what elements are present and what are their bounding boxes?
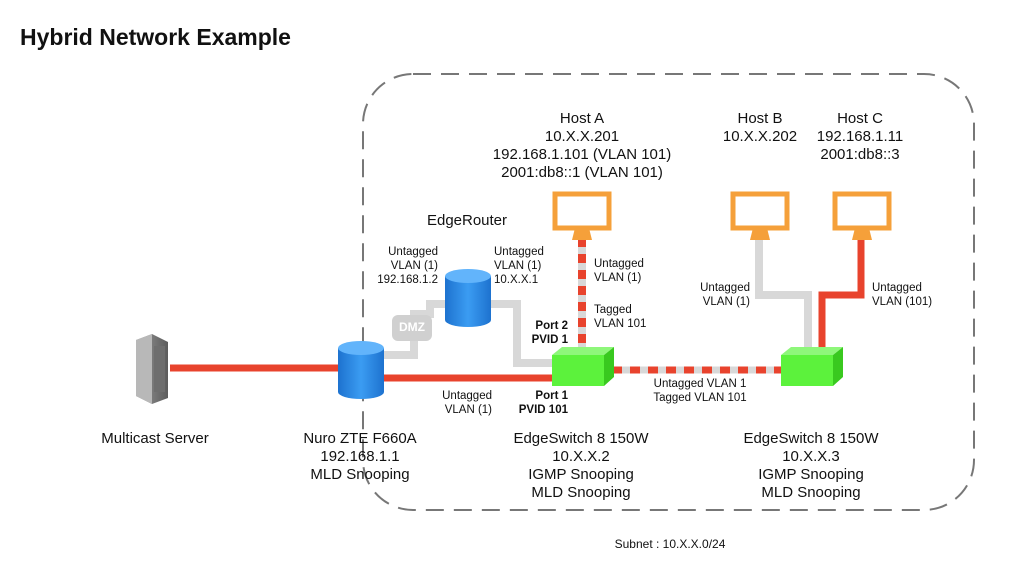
edgerouter-label: EdgeRouter xyxy=(426,212,508,229)
page-title: Hybrid Network Example xyxy=(20,24,291,50)
subnet-boundary xyxy=(362,73,975,511)
dmz-box xyxy=(392,315,432,341)
nuro-router-icon xyxy=(338,341,384,399)
switch2-icon xyxy=(781,347,843,386)
host-c-monitor-icon xyxy=(832,191,892,240)
switch1-label: EdgeSwitch 8 150W 10.X.X.2 IGMP Snooping… xyxy=(513,430,649,501)
switch1-icon xyxy=(552,347,614,386)
host-c-label: Host C 192.168.1.11 2001:db8::3 xyxy=(816,110,904,163)
router-left-link-label: Untagged VLAN (1) 192.168.1.2 xyxy=(377,246,438,286)
host-b-monitor-icon xyxy=(730,191,790,240)
edgerouter-icon xyxy=(445,269,491,327)
link-hostc xyxy=(818,234,865,350)
dmz-label: DMZ xyxy=(399,320,425,334)
host-b-label: Host B 10.X.X.202 xyxy=(722,110,798,145)
subnet-caption: Subnet : 10.X.X.0/24 xyxy=(614,537,726,551)
host-a-label: Host A 10.X.X.201 192.168.1.101 (VLAN 10… xyxy=(492,110,672,181)
router-right-link-label: Untagged VLAN (1) 10.X.X.1 xyxy=(494,246,544,286)
port1-label: Port 1 PVID 101 xyxy=(518,390,568,416)
nuro-label: Nuro ZTE F660A 192.168.1.1 MLD Snooping xyxy=(303,430,417,483)
switch2-label: EdgeSwitch 8 150W 10.X.X.3 IGMP Snooping… xyxy=(743,430,879,501)
hosta-tagged-label: Tagged VLAN 101 xyxy=(594,304,647,330)
link-router-switch1 xyxy=(488,300,552,367)
hosta-untagged-label: Untagged VLAN (1) xyxy=(594,258,644,284)
host-a-monitor-icon xyxy=(552,191,612,240)
link-hostb xyxy=(755,234,812,350)
multicast-server-label: Multicast Server xyxy=(101,430,209,447)
link-nuro-router xyxy=(383,300,448,359)
nuro-switch-link-label: Untagged VLAN (1) xyxy=(442,390,492,416)
trunk-link-label: Untagged VLAN 1 Tagged VLAN 101 xyxy=(653,378,747,404)
multicast-server-icon xyxy=(136,334,168,404)
hostb-link-label: Untagged VLAN (1) xyxy=(700,282,750,308)
port2-label: Port 2 PVID 1 xyxy=(531,320,568,346)
hostc-link-label: Untagged VLAN (101) xyxy=(872,282,933,308)
